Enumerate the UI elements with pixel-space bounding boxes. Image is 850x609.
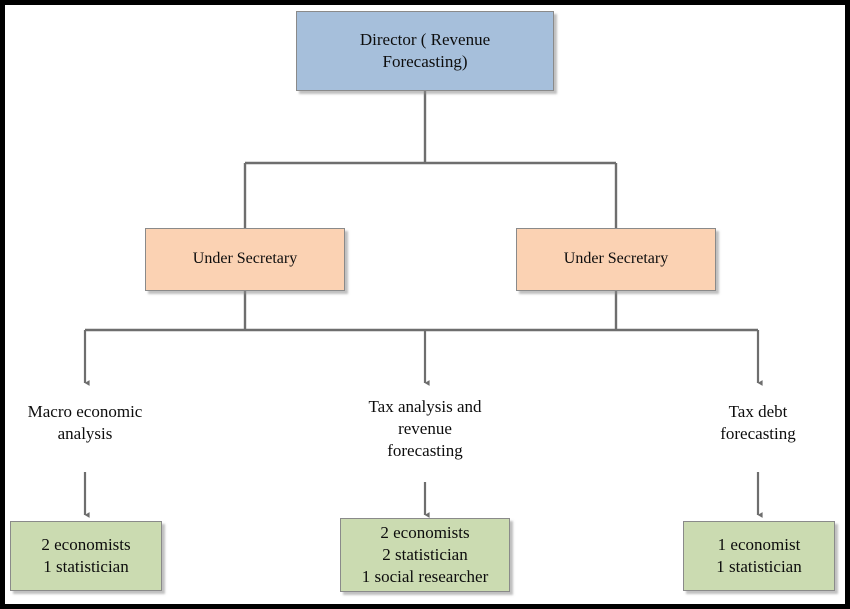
node-director-line-1: Director ( Revenue xyxy=(359,30,491,50)
staff-tax-analysis-line-3: 1 social researcher xyxy=(361,566,489,586)
node-under-secretary-right[interactable]: Under Secretary xyxy=(516,228,716,291)
label-tax-debt-forecasting: Tax debt forecasting xyxy=(683,401,833,445)
label-tax-debt-forecasting-line-2: forecasting xyxy=(720,424,796,444)
staff-macro-line-2: 1 statistician xyxy=(43,557,129,576)
node-under-secretary-left-label: Under Secretary xyxy=(192,250,298,268)
node-director-text: Director ( Revenue Forecasting) xyxy=(360,29,490,73)
node-staff-tax-debt-text: 1 economist 1 statistician xyxy=(716,534,801,578)
staff-tax-debt-line-2: 1 statistician xyxy=(716,557,802,576)
label-macro-economic-analysis-line-1: Macro economic xyxy=(27,402,143,421)
label-macro-economic-analysis-line-2: analysis xyxy=(57,424,113,444)
label-tax-analysis-line-1: Tax analysis and xyxy=(368,397,482,416)
node-staff-macro-economic[interactable]: 2 economists 1 statistician xyxy=(10,521,162,591)
node-under-secretary-left[interactable]: Under Secretary xyxy=(145,228,345,291)
staff-tax-analysis-line-2: 2 statistician xyxy=(382,545,468,565)
node-staff-tax-analysis[interactable]: 2 economists 2 statistician 1 social res… xyxy=(340,518,510,592)
label-tax-analysis-line-3: forecasting xyxy=(387,441,463,461)
label-tax-debt-forecasting-line-1: Tax debt xyxy=(728,402,788,421)
node-staff-macro-economic-text: 2 economists 1 statistician xyxy=(41,534,130,578)
node-under-secretary-right-label: Under Secretary xyxy=(563,250,669,268)
staff-tax-debt-line-1: 1 economist xyxy=(717,535,801,555)
node-director-line-2: Forecasting) xyxy=(382,52,468,71)
staff-tax-analysis-line-1: 2 economists xyxy=(380,523,470,543)
node-staff-tax-analysis-text: 2 economists 2 statistician 1 social res… xyxy=(362,522,488,587)
staff-macro-line-1: 2 economists xyxy=(41,535,131,555)
node-staff-tax-debt[interactable]: 1 economist 1 statistician xyxy=(683,521,835,591)
label-macro-economic-analysis: Macro economic analysis xyxy=(5,401,165,445)
label-tax-analysis-revenue-forecasting: Tax analysis and revenue forecasting xyxy=(345,396,505,462)
label-tax-analysis-line-2: revenue xyxy=(398,419,452,439)
node-director[interactable]: Director ( Revenue Forecasting) xyxy=(296,11,554,91)
